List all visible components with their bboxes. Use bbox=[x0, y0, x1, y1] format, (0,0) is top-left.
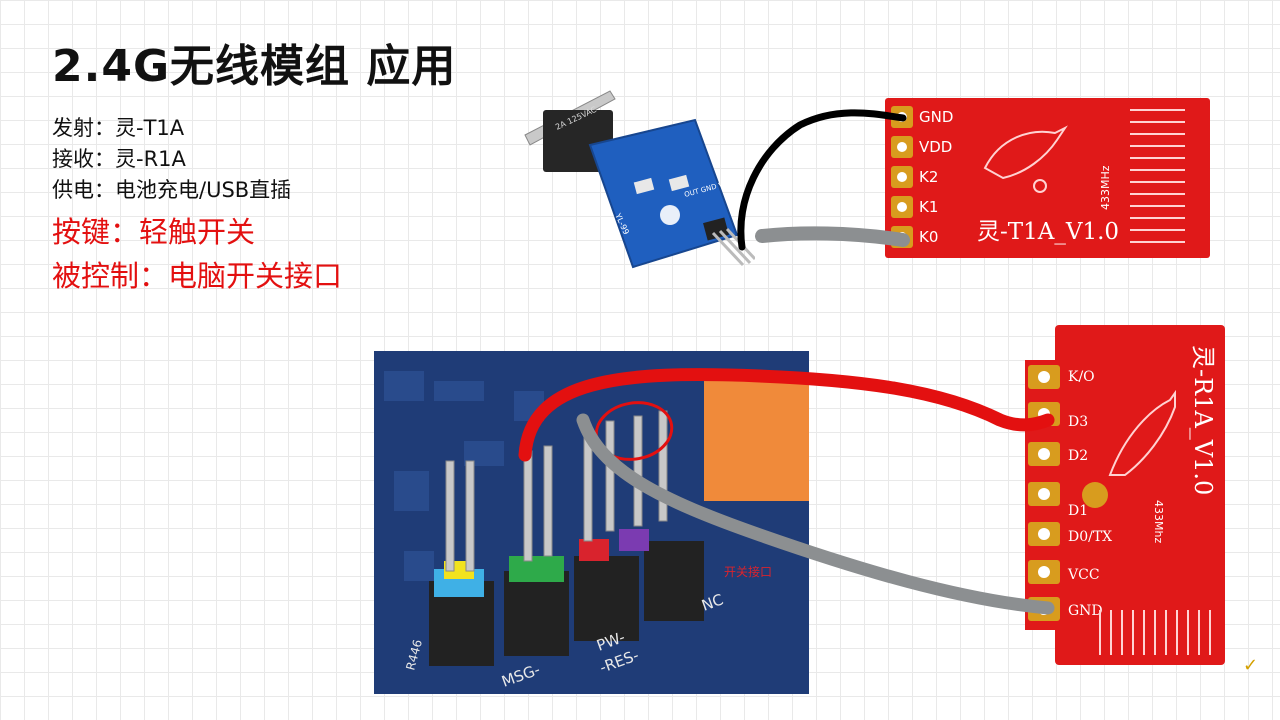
tx-pin-gnd: GND bbox=[919, 108, 953, 126]
rx-module-photo: K/O D3 D2 D1 D0/TX VCC GND 灵-R1A_V1.0 43… bbox=[1025, 325, 1225, 665]
gray-wire-tx bbox=[755, 226, 910, 247]
black-wire bbox=[737, 109, 907, 251]
corner-mark: ✓ bbox=[1243, 655, 1259, 676]
red-wire bbox=[518, 368, 1055, 462]
rx-freq: 433Mhz bbox=[1152, 500, 1165, 543]
rx-info: 接收：灵-R1A bbox=[52, 147, 186, 171]
rx-pin-d1: D1 bbox=[1068, 503, 1088, 519]
tx-info: 发射：灵-T1A bbox=[52, 116, 185, 140]
switch-board-photo: 2A 125VAC YL-99 OUT GND VCC bbox=[515, 85, 755, 285]
controlled-info: 被控制：电脑开关接口 bbox=[52, 259, 343, 293]
gray-wire-rx bbox=[576, 413, 1055, 615]
rx-pin-d3: D3 bbox=[1068, 414, 1088, 430]
tx-freq: 433MHz bbox=[1099, 165, 1112, 210]
rx-pin-ko: K/O bbox=[1068, 369, 1095, 385]
switch-interface-annotation: 开关接口 bbox=[724, 564, 772, 579]
tx-pin-k2: K2 bbox=[919, 168, 938, 186]
tx-label: 灵-T1A_V1.0 bbox=[977, 219, 1119, 245]
rx-pin-d0tx: D0/TX bbox=[1068, 529, 1112, 545]
rx-label: 灵-R1A_V1.0 bbox=[1189, 345, 1217, 495]
power-info: 供电：电池充电/USB直插 bbox=[52, 178, 292, 202]
tx-pin-vdd: VDD bbox=[919, 138, 952, 156]
rx-pin-gnd: GND bbox=[1068, 603, 1103, 619]
motherboard-photo: MSG- PW- -RES- NC R446 开关接口 bbox=[374, 351, 809, 694]
tx-module-photo: GND VDD K2 K1 K0 灵-T1A_V1.0 433MHz bbox=[885, 98, 1210, 258]
tx-pin-k1: K1 bbox=[919, 198, 938, 216]
slide-title: 2.4G无线模组 应用 bbox=[52, 41, 457, 92]
button-info: 按键：轻触开关 bbox=[52, 215, 256, 249]
tx-pin-k0: K0 bbox=[919, 228, 938, 246]
rx-pin-d2: D2 bbox=[1068, 448, 1088, 464]
rx-pin-vcc: VCC bbox=[1067, 567, 1100, 583]
